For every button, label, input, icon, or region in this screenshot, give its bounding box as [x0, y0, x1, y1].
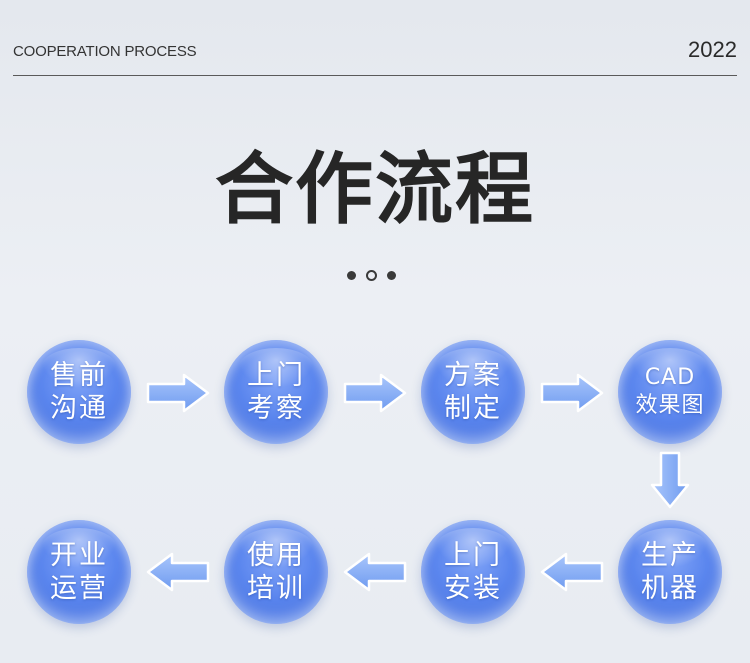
- step-2-line2: 考察: [247, 393, 305, 424]
- step-5-line1: 生产: [641, 540, 699, 571]
- page-title: 合作流程: [214, 145, 535, 235]
- step-7-line1: 使用: [247, 540, 305, 571]
- step-7-label: 使用 培训: [247, 539, 305, 605]
- step-8-circle: 开业 运营: [27, 520, 131, 624]
- step-1-circle: 售前 沟通: [27, 340, 131, 444]
- dot-hollow-icon: [366, 269, 377, 281]
- header-year: 2022: [688, 37, 737, 62]
- arrow-left-icon: [343, 552, 407, 592]
- step-3-line2: 制定: [444, 393, 502, 424]
- step-4-label: CAD 效果图: [635, 364, 704, 420]
- dot-filled-icon: [387, 270, 396, 280]
- step-4-line2: 效果图: [635, 393, 705, 418]
- step-4-line1: CAD: [644, 365, 696, 390]
- step-3-circle: 方案 制定: [421, 340, 525, 444]
- step-5-label: 生产 机器: [641, 539, 699, 605]
- step-5-circle: 生产 机器: [618, 520, 722, 624]
- step-8-line2: 运营: [50, 573, 108, 604]
- step-1-line1: 售前: [50, 360, 108, 391]
- step-8-line1: 开业: [50, 540, 108, 571]
- arrow-down-icon: [650, 451, 690, 509]
- arrow-right-icon: [540, 373, 604, 413]
- step-4-circle: CAD 效果图: [618, 340, 722, 444]
- step-2-label: 上门 考察: [247, 359, 305, 425]
- step-2-circle: 上门 考察: [224, 340, 328, 444]
- step-3-label: 方案 制定: [444, 359, 502, 425]
- step-6-line1: 上门: [444, 540, 502, 571]
- arrow-right-icon: [343, 373, 407, 413]
- step-1-label: 售前 沟通: [50, 359, 108, 425]
- dot-filled-icon: [347, 270, 356, 280]
- arrow-left-icon: [146, 552, 210, 592]
- step-5-line2: 机器: [641, 573, 699, 604]
- arrow-right-icon: [146, 373, 210, 413]
- step-6-label: 上门 安装: [444, 539, 502, 605]
- step-7-circle: 使用 培训: [224, 520, 328, 624]
- step-8-label: 开业 运营: [50, 539, 108, 605]
- arrow-left-icon: [540, 552, 604, 592]
- step-3-line1: 方案: [444, 360, 502, 391]
- step-7-line2: 培训: [247, 573, 305, 604]
- step-6-circle: 上门 安装: [421, 520, 525, 624]
- step-1-line2: 沟通: [50, 393, 108, 424]
- step-2-line1: 上门: [247, 360, 305, 391]
- pagination-dots: [347, 268, 396, 282]
- step-6-line2: 安装: [444, 573, 502, 604]
- header: COOPERATION PROCESS 2022: [13, 0, 737, 76]
- header-subtitle: COOPERATION PROCESS: [13, 43, 197, 60]
